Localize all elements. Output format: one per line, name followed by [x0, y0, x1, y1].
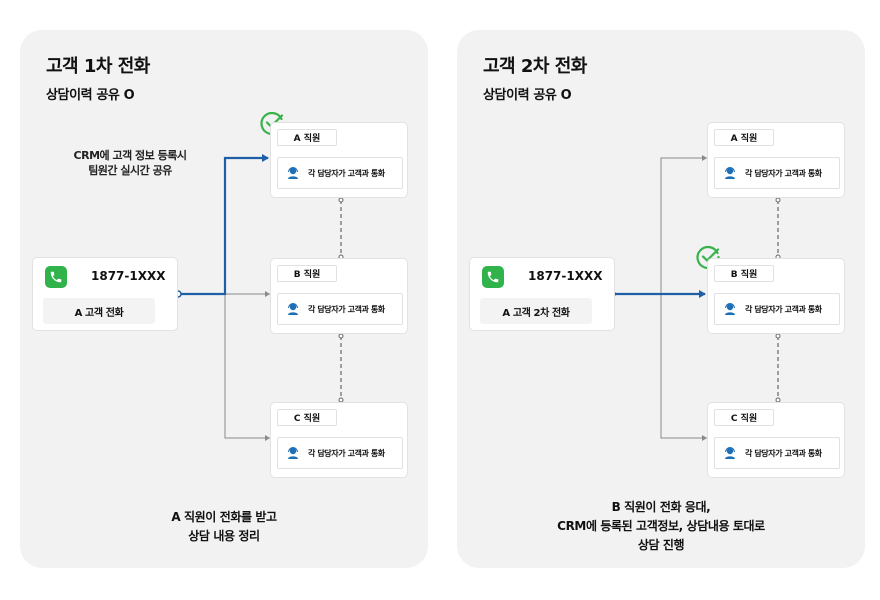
panel-subtitle: 상담이력 공유 O: [46, 88, 135, 103]
active-route-line: [178, 154, 269, 296]
staff-card-a: A 직원 각 담당자가 고객과 통화: [270, 122, 408, 198]
staff-call-box: 각 담당자가 고객과 통화: [277, 437, 403, 469]
phone-icon: [45, 266, 67, 288]
agent-headset-icon: [725, 447, 735, 459]
caption-line: CRM에 등록된 고객정보, 상담내용 토대로: [557, 519, 765, 533]
caller-label: A 고객 전화: [43, 298, 155, 324]
panel-caption: A 직원이 전화를 받고 상담 내용 정리: [20, 508, 428, 546]
agent-headset-icon: [288, 447, 298, 459]
agent-headset-icon: [288, 167, 298, 179]
staff-card-a: A 직원 각 담당자가 고객과 통화: [707, 122, 845, 198]
panel-first-call: 고객 1차 전화 상담이력 공유 O CRM에 고객 정보 등록시 팀원간 실시…: [20, 30, 428, 568]
staff-call-text: 각 담당자가 고객과 통화: [308, 304, 385, 314]
staff-call-text: 각 담당자가 고객과 통화: [745, 448, 822, 458]
staff-call-text: 각 담당자가 고객과 통화: [308, 448, 385, 458]
staff-call-box: 각 담당자가 고객과 통화: [714, 293, 840, 325]
branch-line-c: [224, 294, 270, 441]
staff-call-text: 각 담당자가 고객과 통화: [745, 304, 822, 314]
connection-lines: [174, 154, 344, 441]
branch-line-c: [660, 294, 707, 441]
agent-headset-icon: [725, 303, 735, 315]
caller-number: 1877-1XXX: [91, 269, 166, 283]
staff-call-box: 각 담당자가 고객과 통화: [714, 437, 840, 469]
staff-name: B 직원: [714, 265, 774, 282]
caller-card: 1877-1XXX A 고객 2차 전화: [469, 257, 615, 331]
panel-title: 고객 1차 전화: [46, 56, 150, 77]
staff-card-c: C 직원 각 담당자가 고객과 통화: [707, 402, 845, 478]
staff-card-b: B 직원 각 담당자가 고객과 통화: [707, 258, 845, 334]
staff-name: A 직원: [714, 129, 774, 146]
crm-note: CRM에 고객 정보 등록시 팀원간 실시간 공유: [42, 148, 218, 178]
panel-title: 고객 2차 전화: [483, 56, 587, 77]
staff-name: A 직원: [277, 129, 337, 146]
panel-second-call: 고객 2차 전화 상담이력 공유 O 1877-1XXX A 고객 2차 전화: [457, 30, 865, 568]
caller-number: 1877-1XXX: [528, 269, 603, 283]
panel-subtitle: 상담이력 공유 O: [483, 88, 572, 103]
staff-name: C 직원: [277, 409, 337, 426]
agent-headset-icon: [288, 303, 298, 315]
caller-label: A 고객 2차 전화: [480, 298, 592, 324]
agent-headset-icon: [725, 167, 735, 179]
crm-note-line: CRM에 고객 정보 등록시: [73, 149, 187, 162]
staff-name: B 직원: [277, 265, 337, 282]
caption-line: A 직원이 전화를 받고: [171, 510, 277, 524]
caption-line: 상담 내용 정리: [188, 529, 260, 543]
caption-line: B 직원이 전화 응대,: [611, 500, 711, 514]
panel-caption: B 직원이 전화 응대, CRM에 등록된 고객정보, 상담내용 토대로 상담 …: [457, 498, 865, 555]
staff-name: C 직원: [714, 409, 774, 426]
staff-call-box: 각 담당자가 고객과 통화: [714, 157, 840, 189]
phone-icon: [482, 266, 504, 288]
staff-card-c: C 직원 각 담당자가 고객과 통화: [270, 402, 408, 478]
staff-call-text: 각 담당자가 고객과 통화: [745, 168, 822, 178]
branch-line-a: [660, 155, 707, 294]
staff-call-box: 각 담당자가 고객과 통화: [277, 157, 403, 189]
crm-note-line: 팀원간 실시간 공유: [88, 164, 172, 177]
staff-card-b: B 직원 각 담당자가 고객과 통화: [270, 258, 408, 334]
caller-card: 1877-1XXX A 고객 전화: [32, 257, 178, 331]
staff-call-box: 각 담당자가 고객과 통화: [277, 293, 403, 325]
staff-call-text: 각 담당자가 고객과 통화: [308, 168, 385, 178]
caption-line: 상담 진행: [637, 538, 685, 552]
